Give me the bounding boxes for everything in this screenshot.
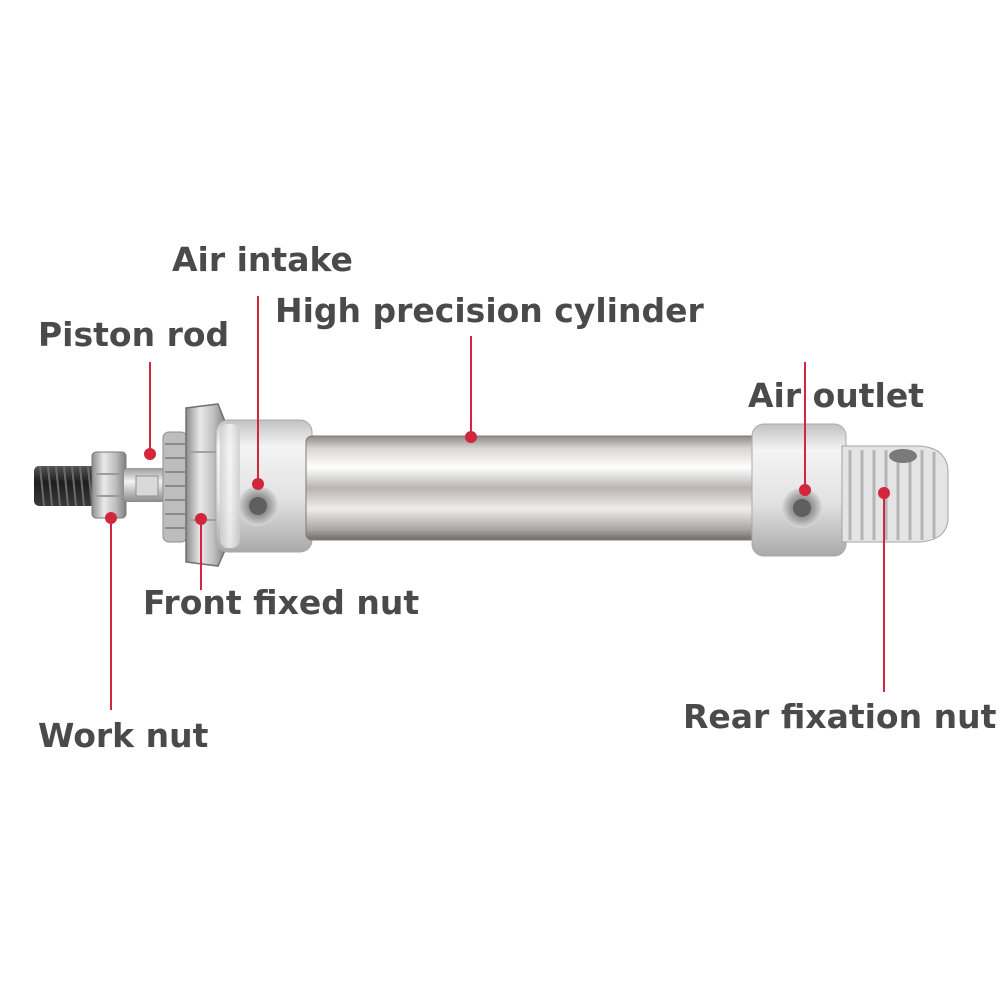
label-rear-fixation-nut: Rear fixation nut	[683, 697, 997, 736]
cylinder-tube	[305, 435, 757, 541]
high-precision-dot-icon	[465, 431, 477, 443]
label-work-nut: Work nut	[38, 716, 209, 755]
callout-lines	[110, 296, 885, 710]
air-outlet-dot-icon	[799, 484, 811, 496]
rear-fixation-thread	[841, 445, 949, 543]
work-nut-dot-icon	[105, 512, 117, 524]
callout-dots	[105, 431, 890, 525]
piston-rod-dot-icon	[144, 448, 156, 460]
piston-rod	[124, 468, 174, 502]
mounting-hole	[889, 449, 917, 463]
front-end-cap	[215, 419, 313, 553]
threaded-stud	[34, 465, 98, 507]
cylinder-illustration	[34, 403, 949, 567]
label-air-outlet: Air outlet	[748, 376, 925, 415]
label-piston-rod: Piston rod	[38, 315, 230, 354]
label-high-precision-cylinder: High precision cylinder	[275, 291, 704, 330]
label-air-intake: Air intake	[172, 240, 353, 279]
label-front-fixed-nut: Front fixed nut	[143, 583, 420, 622]
rear-fixation-dot-icon	[878, 487, 890, 499]
work-nut	[91, 451, 127, 519]
front-fixed-nut-dot-icon	[195, 513, 207, 525]
air-intake-dot-icon	[252, 478, 264, 490]
